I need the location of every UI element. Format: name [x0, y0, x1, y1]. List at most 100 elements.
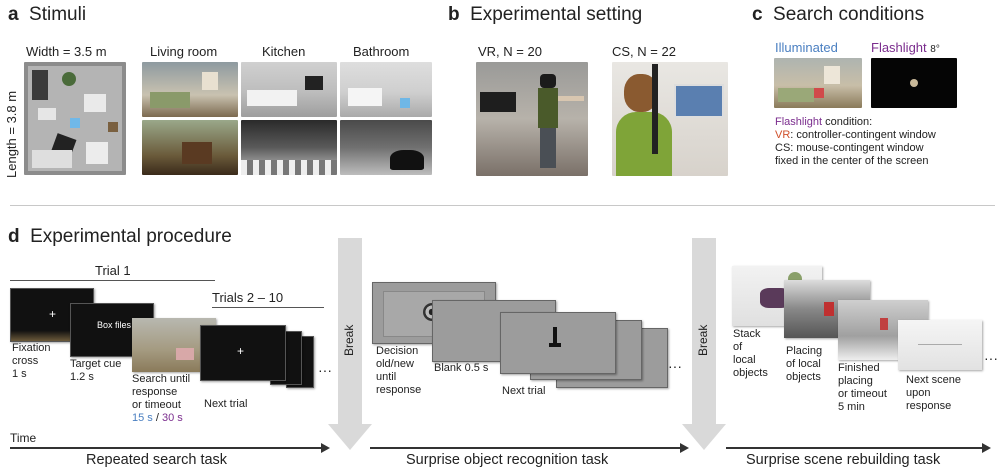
panel-d-title: Experimental procedure	[30, 226, 232, 247]
condition-title: Flashlight	[775, 116, 823, 128]
ellipsis-3: ···	[984, 350, 998, 366]
decision-line-4: response	[376, 384, 422, 396]
next-trial-card: +	[200, 325, 286, 381]
task-label-3: Surprise scene rebuilding task	[746, 452, 941, 468]
next-trial-label-2: Next trial	[502, 385, 546, 397]
placing-line-1: Placing	[786, 345, 823, 357]
next-trial-label: Next trial	[204, 398, 248, 410]
condition-text: Flashlight condition: VR: controller-con…	[775, 116, 936, 168]
flashlight-photo	[871, 58, 957, 108]
timeline-3-arrow	[982, 443, 991, 453]
stack-line-1: Stack	[733, 328, 761, 340]
kitchen-photo-2	[241, 120, 337, 175]
break-arrow-2-head	[682, 424, 726, 450]
target-cue-card: Box files	[70, 303, 154, 357]
search-line-3: or timeout	[132, 399, 181, 411]
living-room-photo-2	[142, 120, 238, 175]
vr-prefix: VR	[775, 129, 791, 141]
width-label: Width = 3.5 m	[26, 44, 107, 59]
living-room-photo-1	[142, 62, 238, 117]
panel-b-title: Experimental setting	[470, 4, 643, 25]
target-line-1: Target cue	[70, 358, 122, 370]
timeline-1	[10, 447, 323, 449]
target-line-2: 1.2 s	[70, 371, 94, 383]
next-scene-line-2: upon	[906, 387, 931, 399]
search-line-2: response	[132, 386, 178, 398]
timeout-slash: /	[152, 412, 162, 424]
break-arrow-1	[338, 238, 362, 426]
decision-line-1: Decision	[376, 345, 419, 357]
task-label-1: Repeated search task	[86, 452, 228, 468]
decision-line-3: until	[376, 371, 397, 383]
section-divider	[10, 205, 995, 206]
trials-bracket	[212, 307, 324, 308]
room-label-kitchen: Kitchen	[262, 44, 306, 59]
cs-condition-text: CS: mouse-contingent window	[775, 142, 924, 154]
finished-label: Finished placing or timeout 5 min	[838, 362, 887, 414]
panel-c-title: Search conditions	[773, 4, 925, 25]
timeout-30: 30 s	[161, 412, 183, 424]
decision-line-2: old/new	[376, 358, 414, 370]
fixation-label: Fixation cross 1 s	[12, 342, 51, 381]
stack-line-2: of	[733, 341, 743, 353]
fixation-line-1: Fixation	[12, 342, 51, 354]
break-label-2: Break	[696, 324, 710, 356]
cs-setting-photo	[612, 62, 728, 176]
illuminated-label: Illuminated	[775, 40, 838, 55]
timeline-1-arrow	[321, 443, 330, 453]
finished-line-1: Finished	[838, 362, 880, 374]
next-scene-card	[898, 320, 982, 370]
placing-line-3: objects	[786, 371, 821, 383]
next-scene-line-3: response	[906, 400, 952, 412]
vr-label: VR, N = 20	[478, 44, 542, 59]
fixation-line-3: 1 s	[12, 368, 27, 380]
panel-d-header: d Experimental procedure	[8, 226, 232, 248]
trial1-label: Trial 1	[95, 263, 131, 278]
room-label-bathroom: Bathroom	[353, 44, 410, 59]
panel-a-title: Stimuli	[29, 4, 87, 25]
room-label-living: Living room	[150, 44, 218, 59]
break-label-1: Break	[342, 324, 356, 356]
ellipsis-2: ···	[668, 358, 682, 374]
task-label-2: Surprise object recognition task	[406, 452, 609, 468]
decision-label: Decision old/new until response	[376, 345, 421, 397]
panel-letter-d: d	[8, 226, 20, 247]
stack-line-4: objects	[733, 367, 768, 379]
panel-a-header: a Stimuli	[8, 4, 86, 26]
vr-condition-text: : controller-contingent window	[790, 129, 936, 141]
search-line-1: Search until	[132, 373, 191, 385]
floor-plan-image	[24, 62, 126, 175]
bathroom-photo-1	[340, 62, 432, 117]
flashlight-label-wrap: Flashlight 8°	[871, 40, 940, 55]
finished-line-4: 5 min	[838, 401, 865, 413]
panel-b-header: b Experimental setting	[448, 4, 642, 26]
bathroom-photo-2	[340, 120, 432, 175]
kitchen-photo-1	[241, 62, 337, 117]
condition-title-rest: condition:	[822, 116, 873, 128]
placing-line-2: of local	[786, 358, 821, 370]
flashlight-label: Flashlight	[871, 40, 927, 55]
stack-label: Stack of local objects	[733, 328, 768, 380]
blank-label: Blank 0.5 s	[434, 362, 489, 374]
vr-setting-photo	[476, 62, 588, 176]
panel-letter-b: b	[448, 4, 460, 25]
stack-line-3: local	[733, 354, 756, 366]
next-scene-label: Next scene upon response	[906, 374, 961, 413]
timeline-2	[370, 447, 682, 449]
cs-condition-text-2: fixed in the center of the screen	[775, 155, 929, 167]
finished-line-2: placing	[838, 375, 873, 387]
trial1-bracket	[10, 280, 215, 281]
fixation-line-2: cross	[12, 355, 39, 367]
cs-label: CS, N = 22	[612, 44, 676, 59]
box-files-text: Box files	[97, 320, 132, 330]
flashlight-degree: 8°	[930, 44, 940, 55]
target-cue-label: Target cue 1.2 s	[70, 358, 121, 384]
panel-letter-a: a	[8, 4, 19, 25]
break-arrow-1-head	[328, 424, 372, 450]
next-trial-obj-card	[500, 312, 616, 374]
placing-label: Placing of local objects	[786, 345, 822, 384]
next-scene-line-1: Next scene	[906, 374, 962, 386]
search-label: Search until response or timeout 15 s / …	[132, 373, 190, 425]
break-arrow-2	[692, 238, 716, 426]
timeout-15: 15 s	[132, 412, 153, 424]
